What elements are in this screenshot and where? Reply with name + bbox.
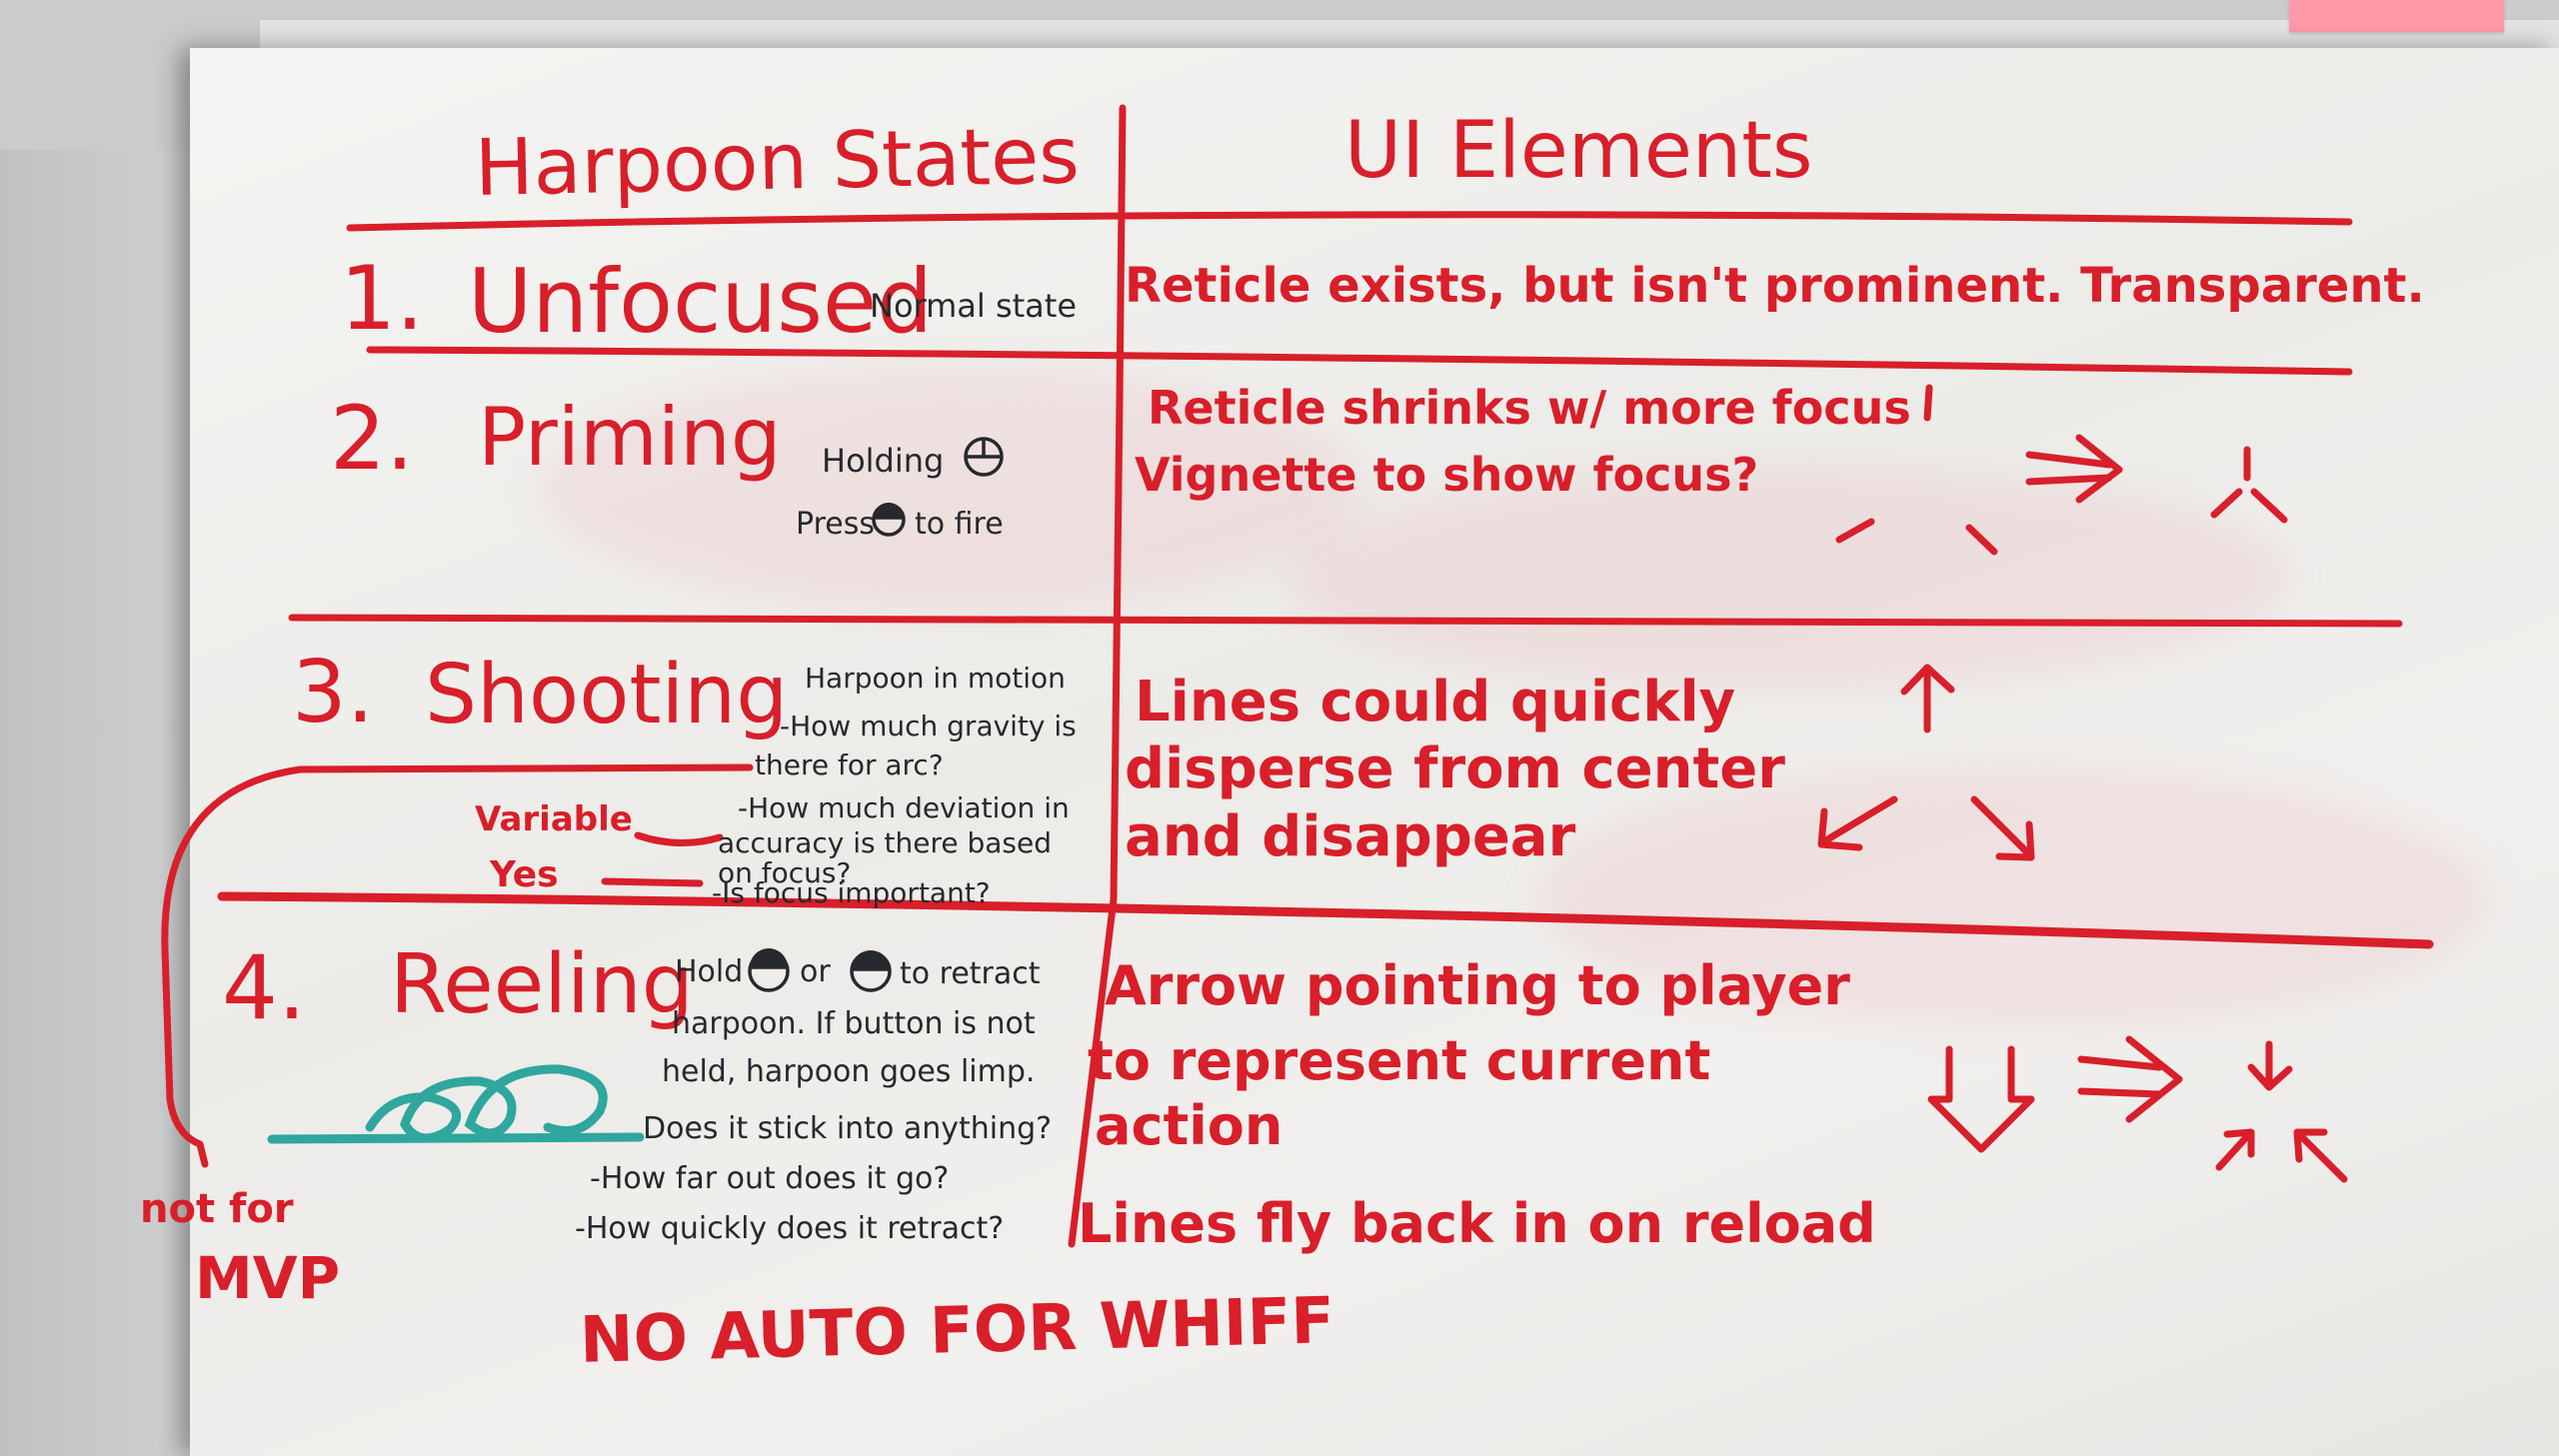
not-for-mvp-line1: not for — [140, 1186, 294, 1232]
row-1-note: Normal state — [870, 287, 1078, 325]
mouse-button-icon — [964, 437, 1004, 477]
inward-arrow-icon — [2293, 1128, 2348, 1183]
row-divider-3 — [217, 891, 2434, 949]
double-arrow-right-icon — [2077, 1035, 2183, 1123]
not-for-mvp-bracket — [161, 763, 754, 1168]
row-3-note-1: Harpoon in motion — [805, 662, 1066, 695]
row-1-number: 1. — [340, 247, 424, 350]
inward-arrow-icon — [2215, 1128, 2255, 1171]
arrow-up-icon — [1900, 664, 1955, 733]
row-3-number: 3. — [292, 643, 375, 742]
row-1-ui-text: Reticle exists, but isn't prominent. Tra… — [1125, 258, 2425, 314]
row-4-note-or: or — [800, 954, 831, 989]
row-4-number: 4. — [222, 936, 306, 1039]
row-3-note-6: on focus? — [718, 856, 852, 889]
row-3-ui-text-1: Lines could quickly — [1135, 670, 1736, 734]
row-4-note-how-quickly: -How quickly does it retract? — [575, 1211, 1005, 1246]
row-4-ui-text-1: Arrow pointing to player — [1105, 954, 1850, 1017]
row-2-note-to-fire: to fire — [915, 507, 1004, 542]
row-3-note-4: -How much deviation in — [738, 791, 1070, 824]
row-2-number: 2. — [330, 387, 414, 490]
mouse-button-fill — [750, 948, 788, 967]
footer-note: NO AUTO FOR WHIFF — [579, 1284, 1336, 1378]
row-1-state: Unfocused — [468, 250, 934, 353]
reticle-tick-icon — [1965, 524, 1998, 556]
not-for-mvp-line2: MVP — [195, 1244, 341, 1312]
inward-arrow-icon — [2247, 1040, 2293, 1091]
row-4-note-how-far: -How far out does it go? — [590, 1161, 950, 1196]
mouse-button-fill — [874, 503, 904, 518]
row-4-note-stick: Does it stick into anything? — [643, 1111, 1053, 1146]
whiteboard — [190, 48, 2559, 1456]
header-ui-elements: UI Elements — [1344, 106, 1813, 196]
row-3-note-2: -How much gravity is — [780, 710, 1077, 742]
row-3-ui-text-2: disperse from center — [1125, 736, 1785, 801]
column-divider — [1068, 104, 1127, 1248]
row-4-note-harpoon: harpoon. If button is not — [672, 1006, 1036, 1041]
yes-connector — [601, 877, 704, 887]
row-2-ui-text-2: Vignette to show focus? — [1135, 448, 1759, 502]
row-3-ui-text-3: and disappear — [1125, 804, 1576, 869]
sticky-note — [2289, 0, 2504, 32]
row-3-state: Shooting — [425, 648, 789, 742]
row-4-state: Reeling — [390, 937, 694, 1032]
row-4-note-hold: Hold — [675, 954, 744, 989]
row-4-ui-text-4: Lines fly back in on reload — [1078, 1192, 1876, 1255]
row-2-note-holding: Holding — [822, 442, 945, 480]
row-divider-2 — [288, 614, 2403, 628]
row-3-note-3: there for arc? — [755, 748, 944, 781]
arrow-down-left-icon — [1817, 795, 1898, 851]
row-divider-1 — [366, 346, 2353, 376]
row-3-note-7: -Is focus important? — [712, 876, 991, 909]
yes-label: Yes — [490, 854, 559, 895]
eraser-smudge — [1539, 767, 2489, 1027]
reticle-small-icon — [2210, 446, 2288, 524]
row-4-ui-text-3: action — [1095, 1094, 1283, 1157]
row-3-note-5: accuracy is there based — [718, 826, 1052, 859]
eraser-smudge — [540, 368, 1359, 608]
reticle-tick-icon — [1835, 518, 1875, 544]
row-4-ui-text-2: to represent current — [1088, 1029, 1711, 1092]
mouse-button-fill — [852, 950, 890, 969]
header-harpoon-states: Harpoon States — [474, 111, 1081, 214]
rope-squiggle-drawing — [267, 1064, 645, 1144]
row-2-note-press: Press — [796, 507, 875, 542]
arrow-down-right-icon — [1970, 795, 2035, 861]
row-4-note-limp: held, harpoon goes limp. — [662, 1054, 1036, 1089]
row-2-state: Priming — [478, 391, 782, 484]
double-arrow-right-icon — [2025, 434, 2123, 504]
variable-connector — [634, 831, 724, 846]
row-4-note-retract: to retract — [900, 956, 1041, 991]
variable-label: Variable — [475, 799, 633, 839]
row-2-ui-text-1: Reticle shrinks w/ more focus — [1148, 381, 1911, 435]
reticle-tick-icon — [1923, 384, 1933, 422]
row-divider-header — [346, 211, 2353, 232]
eraser-smudge — [1289, 468, 2289, 688]
hollow-arrow-down-icon — [1927, 1045, 2035, 1153]
